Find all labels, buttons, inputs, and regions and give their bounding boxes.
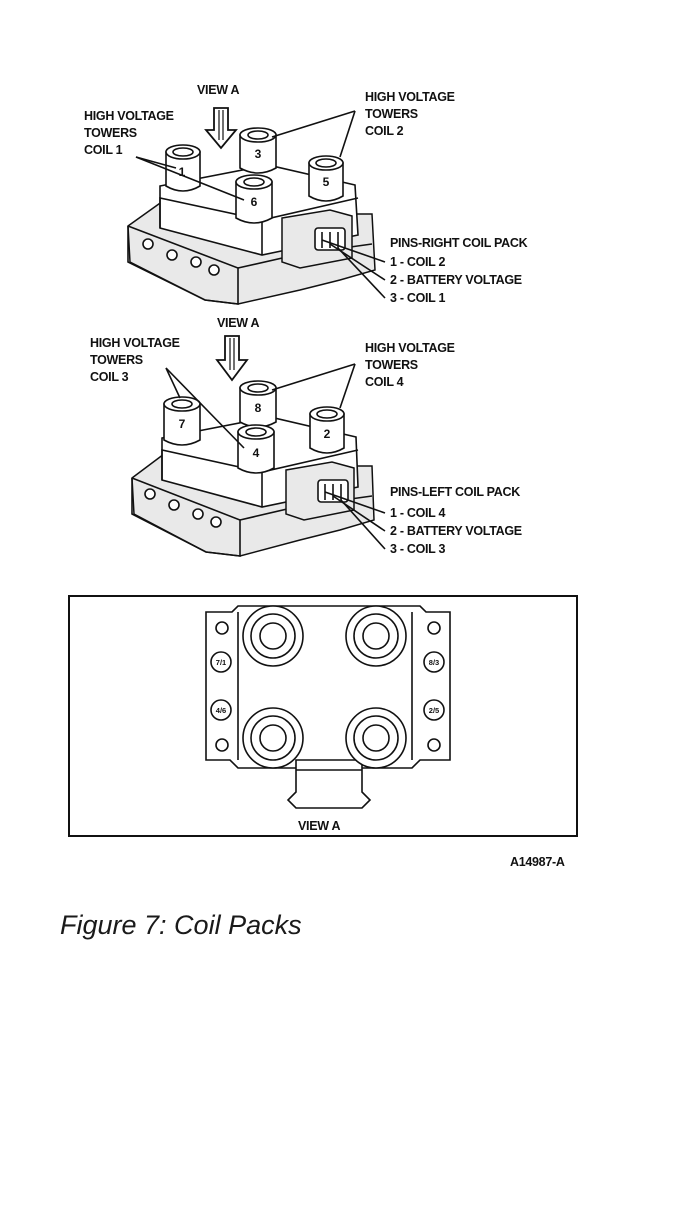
bottom-coil-pack: 7 8 2 4 VIEW A HIGH VOLTAGE TOWERS COIL … — [90, 316, 522, 557]
view-a-arrow — [215, 335, 249, 382]
tower-1 — [165, 144, 201, 192]
tower-number: 1 — [179, 165, 186, 179]
side-mark: 7/1 — [216, 658, 226, 667]
label-line: COIL 3 — [90, 370, 129, 384]
tower-ring — [242, 605, 304, 667]
tower-ring — [345, 707, 407, 769]
label-line: TOWERS — [90, 353, 143, 367]
tower-number: 4 — [253, 446, 260, 460]
side-mark: 8/3 — [429, 658, 439, 667]
side-mark: 2/5 — [429, 706, 439, 715]
pin-label: 1 - COIL 2 — [390, 255, 445, 269]
label-line: TOWERS — [365, 358, 418, 372]
label-line: TOWERS — [365, 107, 418, 121]
tower-6 — [235, 174, 273, 224]
view-a-top-view: 7/1 4/6 8/3 2/5 VIEW A — [68, 595, 578, 837]
view-a-label: VIEW A — [197, 83, 239, 97]
side-mark: 4/6 — [216, 706, 226, 715]
tower-7 — [163, 396, 201, 446]
tower-number: 5 — [323, 175, 330, 189]
pin-label: 3 - COIL 3 — [390, 542, 445, 556]
label-line: HIGH VOLTAGE — [365, 341, 455, 355]
tower-4 — [237, 424, 275, 474]
tower-number: 6 — [251, 195, 258, 209]
tower-2 — [309, 406, 345, 454]
pins-title: PINS-LEFT COIL PACK — [390, 485, 520, 499]
label-line: HIGH VOLTAGE — [90, 336, 180, 350]
tower-number: 3 — [255, 147, 262, 161]
label-line: COIL 1 — [84, 143, 123, 157]
pins-title: PINS-RIGHT COIL PACK — [390, 236, 528, 250]
tower-8 — [239, 380, 277, 428]
view-a-arrow — [204, 107, 238, 150]
figure-code: A14987-A — [510, 855, 565, 869]
top-coil-pack: 1 3 5 6 VIEW A HIGH VOLTAGE TOWERS C — [84, 83, 528, 305]
label-line: TOWERS — [84, 126, 137, 140]
label-line: COIL 4 — [365, 375, 404, 389]
label-line: HIGH VOLTAGE — [365, 90, 455, 104]
label-line: HIGH VOLTAGE — [84, 109, 174, 123]
view-a-label: VIEW A — [298, 819, 340, 833]
view-a-label: VIEW A — [217, 316, 259, 330]
tower-ring — [242, 707, 304, 769]
tower-5 — [308, 155, 344, 202]
label-line: COIL 2 — [365, 124, 404, 138]
pin-label: 1 - COIL 4 — [390, 506, 445, 520]
tower-ring — [345, 605, 407, 667]
pin-label: 3 - COIL 1 — [390, 291, 445, 305]
pin-label: 2 - BATTERY VOLTAGE — [390, 524, 522, 538]
tower-number: 8 — [255, 401, 262, 415]
pin-label: 2 - BATTERY VOLTAGE — [390, 273, 522, 287]
tower-number: 7 — [179, 417, 186, 431]
tower-number: 2 — [324, 427, 331, 441]
figure-caption: Figure 7: Coil Packs — [60, 910, 302, 940]
